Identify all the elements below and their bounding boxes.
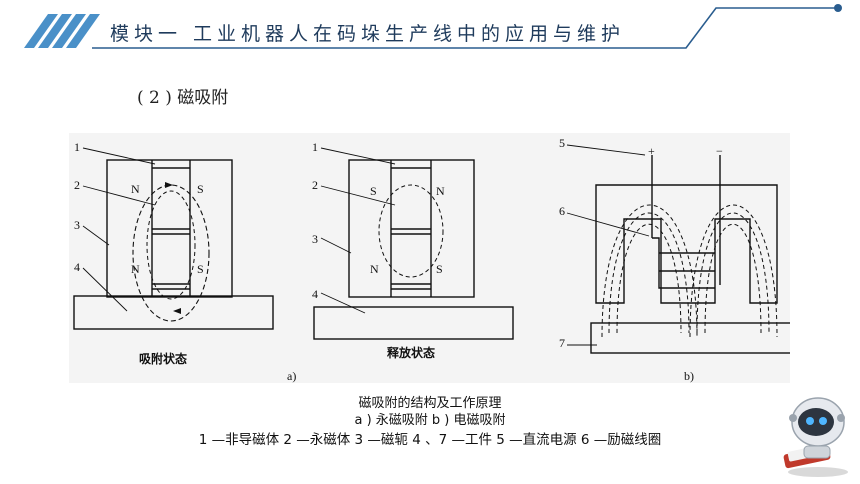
label-1: 1: [312, 140, 318, 154]
yoke-right: [348, 159, 475, 298]
workpiece-electro: [590, 322, 790, 354]
label-5: 5: [559, 136, 565, 150]
pole: S: [197, 182, 204, 196]
label-2: 2: [74, 178, 80, 192]
caption-title: 磁吸附的结构及工作原理: [358, 396, 502, 411]
figure-drawing: 1 2 3 4 N S N S 吸附状态 1 2 3 4 S N N S 释放状…: [73, 136, 790, 383]
pole: N: [131, 182, 140, 196]
label-3: 3: [74, 218, 80, 232]
label-4: 4: [74, 260, 80, 274]
workpiece-released: [313, 306, 514, 340]
pole: N: [436, 184, 445, 198]
label-4: 4: [312, 287, 318, 301]
state-release: 释放状态: [387, 345, 435, 360]
header-stripes-icon: [24, 14, 100, 48]
pole: S: [436, 262, 443, 276]
state-attach: 吸附状态: [139, 351, 187, 366]
label-6: 6: [559, 204, 565, 218]
robot-mascot-icon: [783, 397, 848, 477]
module-title: 模块一 工业机器人在码垛生产线中的应用与维护: [110, 23, 626, 45]
pole: N: [131, 262, 140, 276]
label-3: 3: [312, 232, 318, 246]
pole: N: [370, 262, 379, 276]
label-1: 1: [74, 140, 80, 154]
pole: S: [197, 262, 204, 276]
label-7: 7: [559, 336, 565, 350]
workpiece-attached: [73, 295, 274, 330]
panel-b-label: b): [684, 369, 694, 383]
caption-legend: 1 —非导磁体 2 —永磁体 3 —磁轭 4 、7 —工件 5 —直流电源 6 …: [198, 432, 662, 448]
plus-terminal: +: [648, 144, 655, 158]
pole: S: [370, 184, 377, 198]
electromagnet-core: [595, 184, 778, 304]
label-2: 2: [312, 178, 318, 192]
minus-terminal: −: [716, 144, 723, 158]
caption-subfigures: a ) 永磁吸附 b ) 电磁吸附: [354, 413, 506, 428]
yoke-left: [106, 159, 233, 298]
panel-a-label: a): [287, 369, 296, 383]
section-title: ( 2 ) 磁吸附: [137, 88, 229, 108]
header-decoration: [24, 4, 842, 49]
magnetic-gripper-figure: 1 2 3 4 N S N S 吸附状态 1 2 3 4 S N N S 释放状…: [69, 133, 790, 383]
